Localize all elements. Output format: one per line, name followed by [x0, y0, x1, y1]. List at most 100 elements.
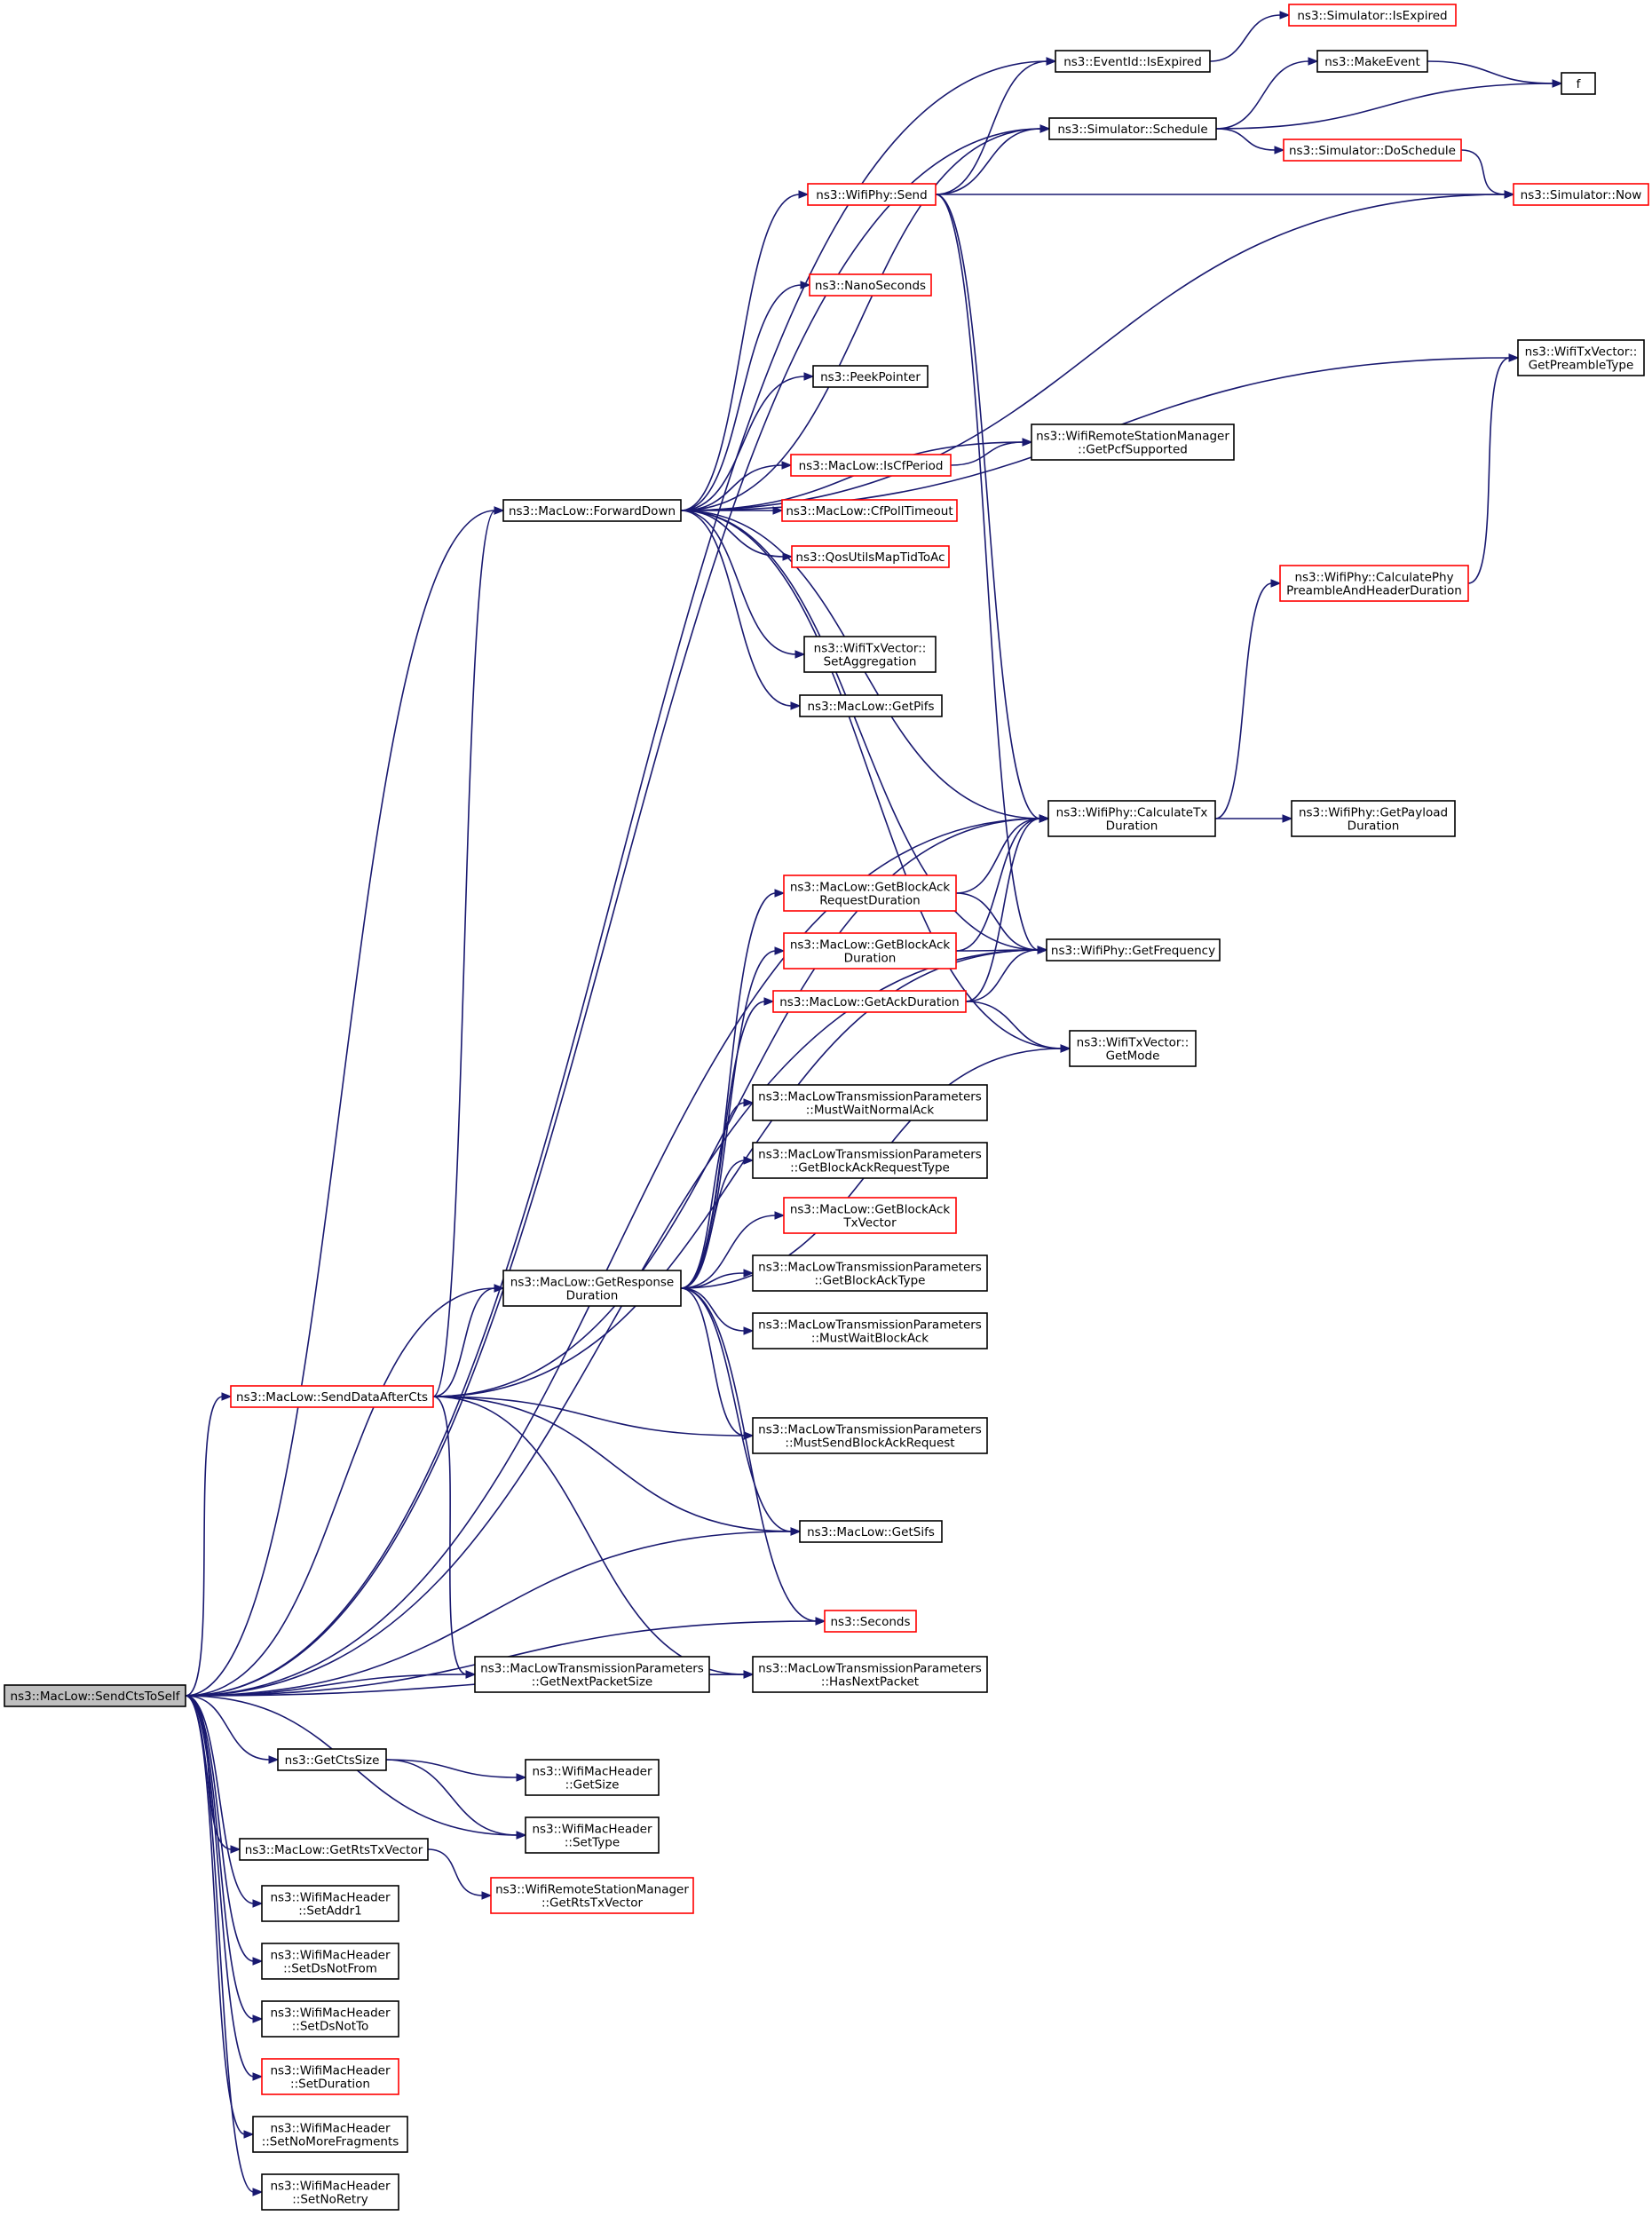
node-schedule[interactable]: ns3::Simulator::Schedule — [1048, 117, 1217, 140]
node-label: ns3::MacLow::GetRtsTxVector — [245, 1843, 423, 1857]
node-get-mode[interactable]: ns3::WifiTxVector::GetMode — [1069, 1030, 1197, 1067]
arrow-head-icon — [774, 889, 786, 898]
arrow-head-icon — [743, 1269, 755, 1278]
node-box — [261, 2000, 399, 2038]
node-get-rts-txvector[interactable]: ns3::MacLow::GetRtsTxVector — [239, 1838, 429, 1861]
node-is-expired-sim[interactable]: ns3::Simulator::IsExpired — [1288, 4, 1457, 27]
node-set-no-retry[interactable]: ns3::WifiMacHeader::SetNoRetry — [261, 2173, 399, 2211]
arrow-head-icon — [252, 2188, 264, 2196]
node-get-sifs[interactable]: ns3::MacLow::GetSifs — [799, 1520, 943, 1543]
node-eventid-is-expired[interactable]: ns3::EventId::IsExpired — [1055, 50, 1211, 73]
node-set-aggregation[interactable]: ns3::WifiTxVector::SetAggregation — [803, 636, 937, 673]
node-label: ns3::MacLowTransmissionParameters — [758, 1662, 982, 1676]
edge-line — [185, 1396, 224, 1697]
node-label: ns3::MacLow::GetBlockAck — [790, 881, 951, 895]
edge-line — [680, 1159, 746, 1289]
edge-root-to-get-cts-size — [185, 1695, 280, 1764]
node-root[interactable]: ns3::MacLow::SendCtsToSelf — [4, 1684, 186, 1707]
arrow-head-icon — [1274, 146, 1285, 154]
node-hdr-set-type[interactable]: ns3::WifiMacHeader::SetType — [525, 1816, 660, 1854]
edge-line — [385, 1759, 518, 1836]
node-set-duration[interactable]: ns3::WifiMacHeader::SetDuration — [261, 2058, 399, 2095]
arrow-head-icon — [516, 1773, 527, 1782]
node-label: ::GetNextPacketSize — [532, 1675, 652, 1690]
node-set-addr1[interactable]: ns3::WifiMacHeader::SetAddr1 — [261, 1885, 399, 1922]
node-qos-utils[interactable]: ns3::QosUtilsMapTidToAc — [791, 545, 950, 568]
edge-line — [935, 60, 1048, 195]
node-box — [1031, 423, 1235, 461]
node-wifiphy-send[interactable]: ns3::WifiPhy::Send — [807, 183, 937, 206]
node-label: Duration — [1106, 819, 1158, 834]
node-get-pifs[interactable]: ns3::MacLow::GetPifs — [799, 694, 943, 717]
edge-line — [1214, 582, 1273, 819]
arrow-head-icon — [230, 1845, 241, 1854]
edge-line — [680, 510, 797, 655]
node-make-event[interactable]: ns3::MakeEvent — [1316, 50, 1428, 73]
edge-line — [185, 1695, 271, 1761]
edge-line — [1215, 128, 1277, 151]
arrow-head-icon — [803, 372, 815, 381]
node-is-cf-period[interactable]: ns3::MacLow::IsCfPeriod — [790, 454, 952, 477]
edge-line — [680, 510, 1063, 1049]
node-box — [490, 1877, 694, 1914]
edge-line — [1215, 83, 1554, 130]
edge-send-data-after-cts-to-get-sifs — [432, 1396, 802, 1536]
node-must-send-bar[interactable]: ns3::MacLowTransmissionParameters::MustS… — [752, 1417, 988, 1454]
node-has-next-packet[interactable]: ns3::MacLowTransmissionParameters::HasNe… — [752, 1656, 988, 1693]
node-cf-poll-timeout[interactable]: ns3::MacLow::CfPollTimeout — [781, 499, 958, 522]
node-label: f — [1577, 77, 1582, 91]
node-label: ns3::Simulator::IsExpired — [1297, 9, 1447, 23]
node-box — [1283, 138, 1462, 162]
node-nanoseconds[interactable]: ns3::NanoSeconds — [809, 273, 932, 297]
node-now[interactable]: ns3::Simulator::Now — [1513, 183, 1649, 206]
node-f[interactable]: f — [1561, 72, 1596, 95]
node-box — [261, 2058, 399, 2095]
node-hdr-get-size[interactable]: ns3::WifiMacHeader::GetSize — [525, 1759, 660, 1796]
node-box — [803, 636, 937, 673]
node-label: ns3::MacLow::GetResponse — [510, 1276, 674, 1290]
node-peek-pointer[interactable]: ns3::PeekPointer — [812, 365, 929, 388]
node-get-ack-duration[interactable]: ns3::MacLow::GetAckDuration — [772, 990, 967, 1013]
edge-line — [185, 1695, 255, 2078]
node-box — [783, 1197, 957, 1234]
node-set-ds-not-from[interactable]: ns3::WifiMacHeader::SetDsNotFrom — [261, 1943, 399, 1980]
node-forward-down[interactable]: ns3::MacLow::ForwardDown — [502, 499, 682, 522]
arrow-head-icon — [763, 997, 775, 1006]
node-box — [807, 183, 937, 206]
node-rsm-get-rts-txvector[interactable]: ns3::WifiRemoteStationManager::GetRtsTxV… — [490, 1877, 694, 1914]
edge-line — [680, 464, 784, 511]
node-calc-preamble[interactable]: ns3::WifiPhy::CalculatePhyPreambleAndHea… — [1279, 565, 1469, 602]
node-get-preamble-type[interactable]: ns3::WifiTxVector::GetPreambleType — [1517, 339, 1645, 376]
node-get-cts-size[interactable]: ns3::GetCtsSize — [277, 1748, 387, 1771]
node-get-frequency[interactable]: ns3::WifiPhy::GetFrequency — [1046, 938, 1221, 962]
node-get-bar-type[interactable]: ns3::MacLowTransmissionParameters::GetBl… — [752, 1142, 988, 1179]
node-box — [1046, 938, 1221, 962]
edge-forward-down-to-set-aggregation — [680, 510, 806, 659]
node-do-schedule[interactable]: ns3::Simulator::DoSchedule — [1283, 138, 1462, 162]
node-label: ::SetType — [565, 1836, 620, 1850]
node-set-ds-not-to[interactable]: ns3::WifiMacHeader::SetDsNotTo — [261, 2000, 399, 2038]
edge-forward-down-to-get-pifs — [680, 510, 802, 710]
edge-line — [1427, 60, 1554, 84]
node-label: ns3::MacLowTransmissionParameters — [758, 1148, 982, 1162]
node-set-no-more-fragments[interactable]: ns3::WifiMacHeader::SetNoMoreFragments — [252, 2116, 408, 2153]
edge-get-rts-txvector-to-rsm-get-rts-txvector — [427, 1848, 493, 1900]
edge-line — [950, 441, 1024, 466]
node-get-pcf-supported[interactable]: ns3::WifiRemoteStationManager::GetPcfSup… — [1031, 423, 1235, 461]
arrow-head-icon — [794, 650, 806, 659]
node-send-data-after-cts[interactable]: ns3::MacLow::SendDataAfterCts — [230, 1385, 434, 1408]
node-get-next-packet-size[interactable]: ns3::MacLowTransmissionParameters::GetNe… — [474, 1656, 710, 1693]
node-get-ba-type[interactable]: ns3::MacLowTransmissionParameters::GetBl… — [752, 1254, 988, 1292]
edge-line — [680, 194, 1506, 511]
node-label: ns3::MacLowTransmissionParameters — [480, 1662, 704, 1676]
node-must-wait-normal-ack[interactable]: ns3::MacLowTransmissionParameters::MustW… — [752, 1084, 988, 1121]
node-seconds[interactable]: ns3::Seconds — [824, 1610, 917, 1633]
node-must-wait-ba[interactable]: ns3::MacLowTransmissionParameters::MustW… — [752, 1312, 988, 1349]
